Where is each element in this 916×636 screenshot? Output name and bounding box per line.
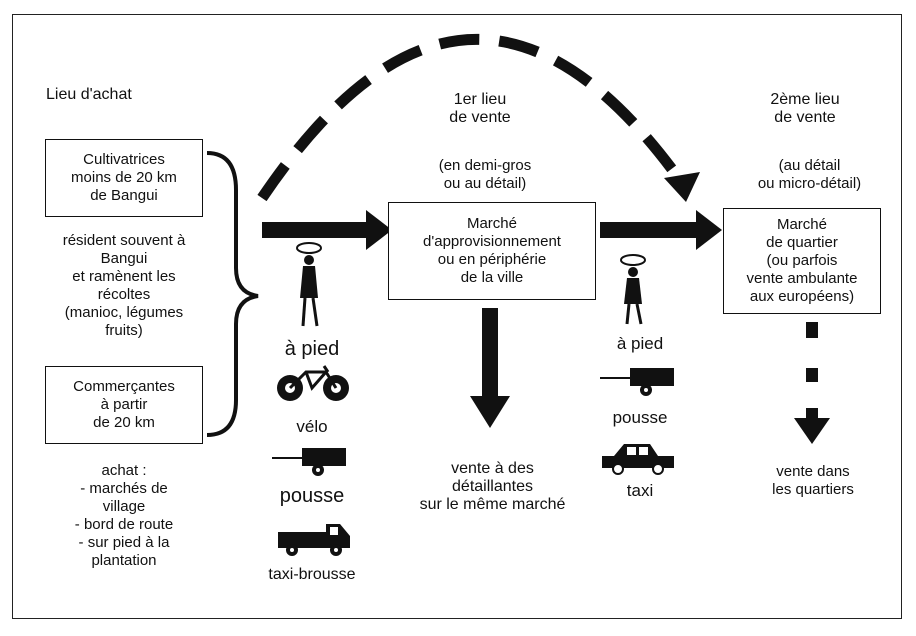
sale-type-first: (en demi-gros ou au détail) (438, 157, 532, 192)
arrow-down-market-head (470, 396, 510, 428)
left-bracket (206, 151, 259, 437)
outcome-second: vente dans les quartiers (772, 463, 854, 498)
arrow-to-market-shaft (262, 222, 370, 238)
dot-1 (806, 322, 818, 338)
header-lieu-achat: Lieu d'achat (46, 86, 132, 103)
bicycle-icon (277, 365, 349, 401)
push-cart-icon (272, 448, 346, 476)
arrow-down-market-shaft (482, 308, 498, 398)
dashed-arc-arrowhead (664, 172, 700, 202)
header-deuxieme-lieu: 2ème lieu de vente (770, 91, 840, 126)
woman-carrying-load-icon (620, 254, 646, 325)
box-marche-approvisionnement: Marché d'approvisionnement ou en périphé… (388, 202, 596, 300)
label-foot-first: à pied (284, 338, 340, 360)
box-cultivatrices: Cultivatrices moins de 20 km de Bangui (45, 139, 203, 217)
push-cart-icon (600, 368, 674, 396)
note-resident: résident souvent à Bangui et ramènent le… (62, 232, 186, 339)
label-cart-second: pousse (612, 408, 668, 427)
header-premier-lieu: 1er lieu de vente (449, 91, 511, 126)
sale-type-second: (au détail ou micro-détail) (757, 157, 862, 192)
label-bush-taxi: taxi-brousse (268, 566, 356, 583)
label-cart-first: pousse (279, 485, 345, 507)
pickup-truck-icon (278, 524, 350, 556)
dot-2 (806, 368, 818, 382)
label-foot-second: à pied (616, 334, 664, 353)
label-taxi: taxi (626, 481, 654, 500)
box-marche-quartier: Marché de quartier (ou parfois vente amb… (723, 208, 881, 314)
diagram-frame (12, 14, 902, 619)
woman-carrying-load-icon (296, 242, 322, 327)
outcome-first: vente à des détaillantes sur le même mar… (419, 460, 566, 513)
car-icon (602, 444, 674, 475)
label-bike: vélo (296, 417, 328, 436)
note-achat: achat : - marchés de village - bord de r… (74, 462, 174, 569)
dot-3 (806, 408, 818, 418)
box-commercantes: Commerçantes à partir de 20 km (45, 366, 203, 444)
dashed-arc-arrow (257, 34, 685, 202)
arrow-to-quartier-head (696, 210, 722, 250)
arrow-to-market-head (366, 210, 392, 250)
arrow-to-quartier-shaft (600, 222, 700, 238)
arrow-down-quartier-head (794, 418, 830, 444)
